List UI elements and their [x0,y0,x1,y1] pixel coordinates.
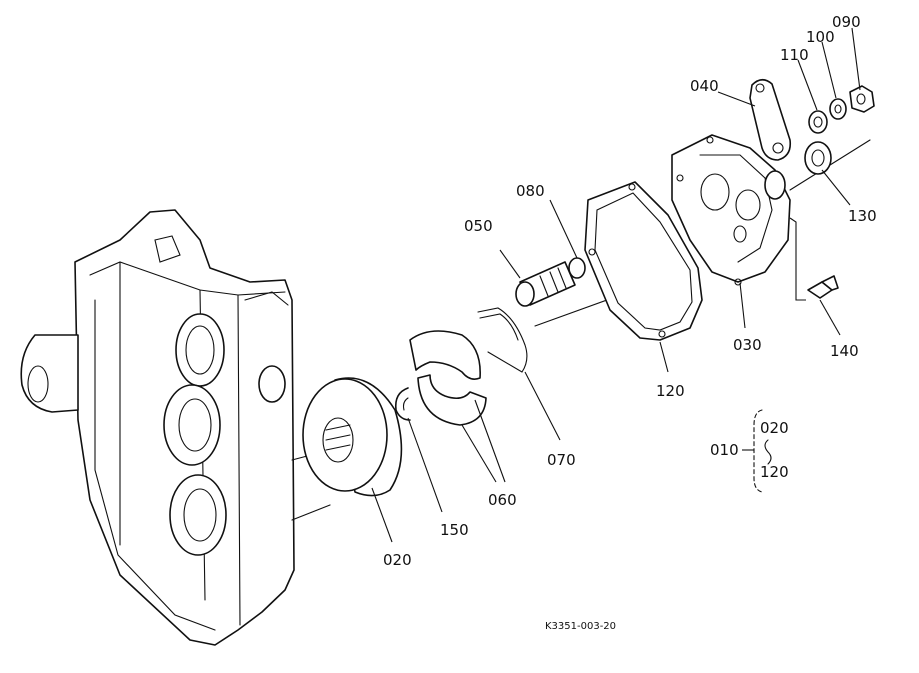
label-080: 080 [516,182,545,200]
label-030: 030 [733,336,762,354]
part-080-oring [568,257,586,279]
label-090: 090 [832,13,861,31]
label-140: 140 [830,342,859,360]
assembly-child-bottom-label: 120 [760,463,789,481]
part-060-brake-shoes [409,330,487,426]
drawing-reference-code: K3351-003-20 [545,621,616,632]
part-100-washer [829,98,847,120]
part-120-gasket [584,181,703,341]
label-110: 110 [780,46,809,64]
part-110-washer [808,110,828,134]
label-060: 060 [488,491,517,509]
leader-lines [371,27,861,543]
part-130-bearing [804,141,832,175]
part-090-nut [849,85,875,113]
assembly-parent-label: 010 [710,441,739,459]
assembly-bracket: 010 020 120 [710,409,789,493]
label-100: 100 [806,28,835,46]
part-140-bolt [807,275,839,299]
label-130: 130 [848,207,877,225]
label-040: 040 [690,77,719,95]
label-020: 020 [383,551,412,569]
part-050-plunger [515,261,576,307]
label-050: 050 [464,217,493,235]
part-070-spring [477,307,528,373]
label-070: 070 [547,451,576,469]
gear-case [20,209,295,646]
part-labels: 020 150 060 070 050 080 120 030 040 130 … [383,13,877,569]
label-150: 150 [440,521,469,539]
part-020-drum [302,377,403,497]
part-150-circlip [394,387,411,421]
label-120: 120 [656,382,685,400]
part-030-cover [671,134,791,286]
part-040-lever [749,78,792,161]
assembly-child-top-label: 020 [760,419,789,437]
